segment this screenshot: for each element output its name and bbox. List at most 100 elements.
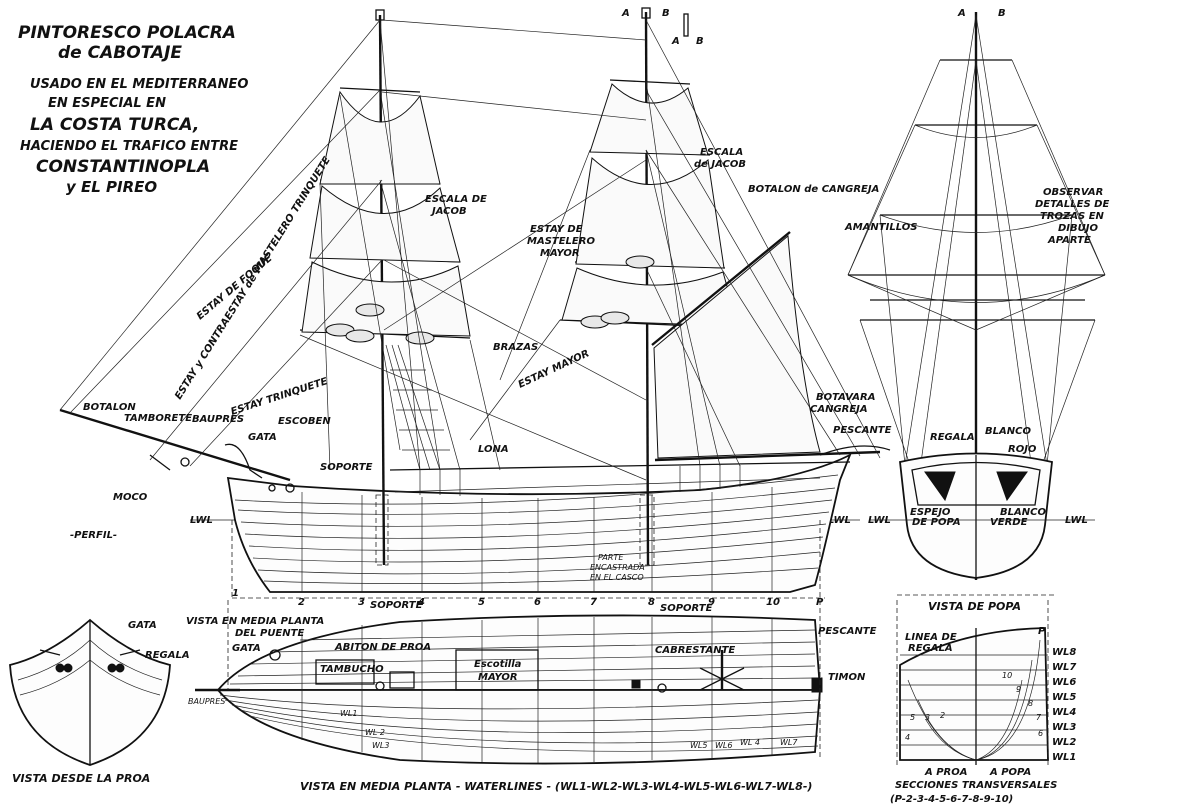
rig-mark-b2: B [696,36,704,47]
timon-rudder [811,677,823,693]
deck-line [394,477,821,493]
station-3: 3 [358,597,365,608]
label-regala-stern: REGALA [930,432,975,443]
label-tamborete: TAMBORETE [124,413,192,424]
label-pescante-plan: PESCANTE [818,626,877,637]
lwl-label-profile-right: LWL [828,515,851,526]
fore-course [301,261,471,337]
label-vista-plan-1: VISTA EN MEDIA PLANTA [186,616,324,627]
rig-mark-a2: A [671,36,680,47]
label-tambucho: TAMBUCHO [320,664,384,675]
section-num-10: 10 [1002,671,1012,680]
label-bow-regala: REGALA [145,650,190,661]
bow-rail-line [17,639,163,681]
section-num-6: 6 [1038,729,1043,738]
bow-cathead-right [119,649,141,656]
label-amantillos: AMANTILLOS [844,222,917,233]
label-linea-1: LINEA DE [905,632,957,643]
stern-view: AMANTILLOS OBSERVAR DETALLES DE TROZAS E… [844,8,1109,613]
deck-fitting-square [631,679,641,689]
station-2: 2 [298,597,305,608]
section-num-8: 8 [1028,699,1033,708]
title-line-2: de CABOTAJE [58,43,182,63]
bitt-round [375,681,385,691]
label-escala-jacob-fore-2: JACOB [430,206,467,217]
station-7: 7 [590,597,597,608]
label-observar-2: DETALLES DE [1035,199,1109,210]
label-observar-1: OBSERVAR [1043,187,1103,198]
station-10: 10 [766,597,780,608]
fore-topsail [309,185,461,263]
stern-window-right [996,471,1028,502]
section-wl3: WL3 [1052,722,1076,733]
label-estay-mastelero-1: ESTAY DE [530,224,583,235]
tamborete-cap [180,457,190,467]
label-baupres-plan: BAUPRES [188,697,225,706]
caption-secciones-1: SECCIONES TRANSVERSALES [895,780,1057,791]
mast-step-hatched [639,494,655,566]
label-wl2: WL 2 [365,728,385,737]
anchor-ring [268,484,276,492]
label-wl3: WL3 [372,741,389,750]
title-line-4: EN ESPECIAL EN [48,96,166,111]
section-curves [907,639,1041,761]
label-wl5: WL5 [690,741,707,750]
label-escoben: ESCOBEN [278,416,331,427]
escoben-hawse [285,483,295,493]
label-estay-mastelero-3: MAYOR [540,248,580,259]
label-escala-jacob-main-2: de JACOB [694,159,746,170]
lwl-label-stern-right: LWL [1065,515,1088,526]
label-escotilla-1: Escotilla [474,659,522,670]
main-topsail [575,157,725,269]
section-wl6: WL6 [1052,677,1076,688]
rig-mark-a: A [621,8,630,19]
tambucho-box [315,659,375,685]
label-soporte-plan-1: SOPORTE [370,600,423,611]
gata-plan [269,649,281,661]
station-4: 4 [417,597,425,608]
bow-wale-line [19,659,161,696]
station-6: 6 [534,597,541,608]
section-num-4: 4 [905,733,910,742]
small-hatch [389,671,415,689]
label-soporte: SOPORTE [320,462,373,473]
label-lona: LONA [478,444,509,455]
bulwark-stanchions [419,465,741,496]
pescante-davit [819,445,891,456]
escotilla-mayor [455,649,539,691]
standing-rigging [59,19,881,481]
plan-waterlines [219,694,819,752]
label-vista-plan-2: DEL PUENTE [235,628,304,639]
title-line-5: LA COSTA TURCA, [30,115,199,135]
label-blanco: BLANCO [985,426,1031,437]
stern-sail-curve-1 [847,274,1106,303]
moco-spar [149,454,171,471]
main-truck [641,7,651,19]
profile-view: LWL LWL -PERFIL- [59,7,892,608]
label-botavara-2: CANGREJA [810,404,868,415]
label-escala-jacob-fore-1: ESCALA DE [425,194,487,205]
section-num-3: 3 [925,713,930,722]
section-num-7: 7 [1036,713,1042,722]
label-wl4: WL 4 [740,738,760,747]
lwl-label-stern-left: LWL [868,515,891,526]
caption-waterlines: VISTA EN MEDIA PLANTA - WATERLINES - (WL… [300,780,812,793]
waterline-plan-outline [216,689,821,765]
title-line-7: CONSTANTINOPLA [36,157,210,177]
stern-rig-a: A [957,8,966,19]
sections-wl-labels: WL8 WL7 WL6 WL5 WL4 WL3 WL2 WL1 [1052,647,1076,763]
label-rojo: ROJO [1008,444,1037,455]
bow-cathead-left [39,649,61,656]
hull-planking [234,474,839,584]
bow-hawse-right-2 [115,663,125,673]
bow-hawse-left-2 [63,663,73,673]
rig-detail-icon [683,13,689,37]
label-wl6: WL6 [715,741,732,750]
espejo-transom [911,461,1041,506]
caption-vista-popa: VISTA DE POPA [928,600,1021,613]
label-bow-gata: GATA [128,620,157,631]
label-contraestay: ESTAY y CONTRAESTAY de MASTELERO TRINQUE… [173,155,333,402]
label-gata-plan: GATA [232,643,261,654]
gaff-botalon-cangreja [651,231,791,346]
